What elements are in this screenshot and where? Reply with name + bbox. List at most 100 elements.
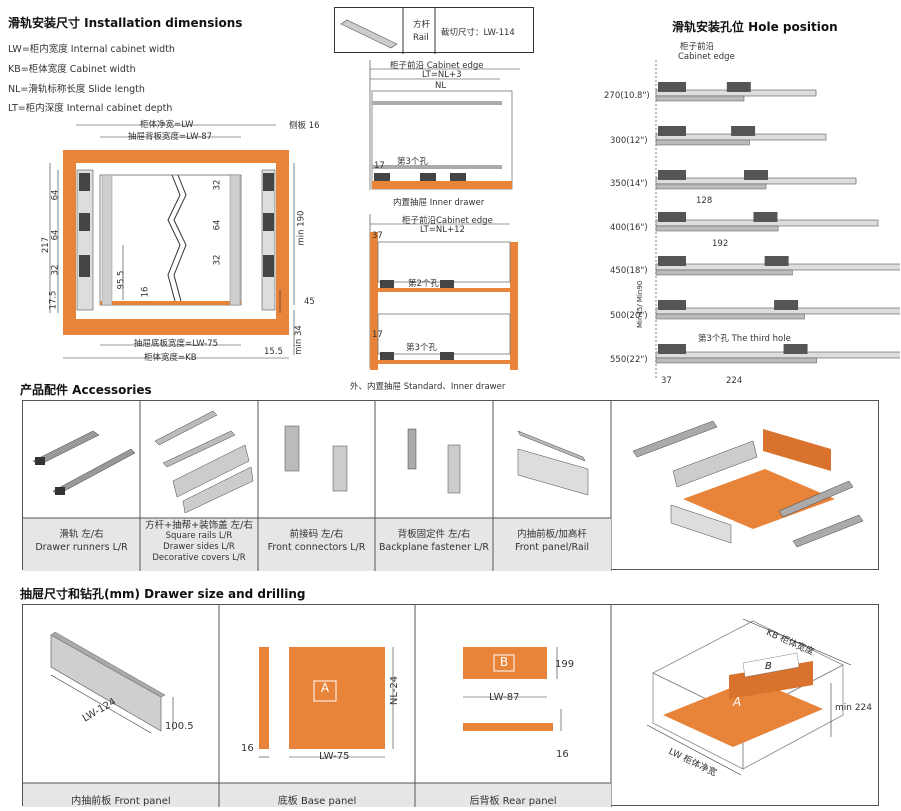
std-caption: 外、内置抽屉 Standard、Inner drawer (350, 382, 506, 392)
hole-diagram: 270(10.8") 300(12") 350(14") 400(16") 45… (600, 60, 900, 390)
back-width-label: 抽屉背板宽度=LW-87 (128, 132, 213, 142)
dim-64b: 64 (50, 229, 61, 241)
acc-rails-en: Square rails L/R (165, 531, 233, 541)
hole-rail-1 (655, 126, 827, 146)
hole-row-2: 350(14") (610, 179, 648, 189)
rail-en: Rail (413, 33, 429, 43)
std-hole3: 第3个孔 (406, 343, 437, 353)
hole-edge-en: Cabinet edge (678, 52, 735, 62)
hole-rail-6 (655, 344, 900, 364)
acc-rails-en3: Decorative covers L/R (152, 553, 246, 563)
acc-runners: 滑轨 左/右 Drawer runners L/R (23, 526, 140, 553)
rear-caption: 后背板 Rear panel (469, 796, 557, 807)
base-caption: 底板 Base panel (277, 796, 357, 807)
dim-32c: 32 (212, 254, 223, 266)
hole-rail-0 (655, 82, 817, 102)
acc-panel-en: Front panel/Rail (514, 542, 590, 553)
hole-row-6: 550(22") (610, 355, 648, 365)
acc-back: 背板固定件 左/右 Backplane fastener L/R (375, 526, 493, 553)
standard-drawer-diagram: 柜子前沿Cabinet edge LT=NL+12 37 17 第2个孔 第3个… (350, 210, 540, 395)
inner-lt: LT=NL+3 (422, 70, 462, 80)
inner-nl: NL (435, 81, 447, 91)
acc-panel-cn: 内抽前板/加高杆 (517, 529, 587, 540)
dim-15-5: 15.5 (264, 347, 283, 357)
dim-45: 45 (304, 297, 315, 307)
front-caption-cell: 内抽前板 Front panel (23, 789, 219, 808)
acc-back-cn: 背板固定件 左/右 (397, 529, 471, 540)
dim-64a: 64 (50, 189, 61, 201)
hole-row-1: 300(12") (610, 136, 648, 146)
std-hole2: 第2个孔 (408, 279, 439, 289)
dim-min34: min 34 (293, 325, 304, 355)
front-h: 100.5 (165, 721, 194, 732)
dim-17-5: 17.5 (48, 290, 59, 310)
hole-title: 滑轨安装孔位 Hole position (672, 20, 838, 34)
rail-box: 方杆 Rail 截切尺寸：LW-114 (334, 7, 534, 54)
installation-diagram: 柜体净宽=LW 抽屉背板宽度=LW-87 侧板 16 抽屉底板宽度=LW-75 … (0, 115, 330, 365)
acc-front-cn: 前接码 左/右 (289, 529, 344, 540)
dim-16: 16 (140, 286, 151, 298)
base-nl: NL-24 (389, 675, 401, 706)
acc-rails: 方杆+抽帮+装饰盖 左/右 Square rails L/R Drawer si… (140, 520, 258, 564)
dim-32: 32 (50, 264, 61, 276)
accessories-table: 滑轨 左/右 Drawer runners L/R 方杆+抽帮+装饰盖 左/右 … (22, 400, 879, 571)
acc-back-en: Backplane fastener L/R (378, 542, 489, 553)
lw-top-label: 柜体净宽=LW (140, 120, 194, 130)
hole-row-0: 270(10.8") (604, 91, 650, 101)
hole-d37: 37 (661, 376, 672, 386)
hole-edge-cn: 柜子前沿 (680, 42, 715, 52)
hole-row-3: 400(16") (610, 223, 648, 233)
bottom-width-label: 抽屉底板宽度=LW-75 (134, 339, 219, 349)
inner-17: 17 (374, 161, 385, 171)
acc-front-en: Front connectors L/R (267, 542, 366, 553)
dim-95-5: 95.5 (116, 270, 127, 290)
cab-a: A (733, 695, 742, 709)
cab-min: min 224 (835, 703, 873, 713)
rear-w: LW-87 (489, 692, 520, 703)
cab-b: B (765, 661, 772, 672)
drilling-title: 抽屉尺寸和钻孔(mm) Drawer size and drilling (20, 587, 306, 601)
acc-rails-en2: Drawer sides L/R (163, 542, 235, 552)
hole-row-4: 450(18") (610, 266, 648, 276)
dim-32b: 32 (212, 179, 223, 191)
acc-rails-cn: 方杆+抽帮+装饰盖 左/右 (145, 520, 253, 531)
dim-min190: min 190 (296, 210, 307, 246)
hole-rail-2 (655, 170, 857, 190)
hole-d224: 224 (726, 376, 743, 386)
rear-h: 199 (555, 659, 575, 670)
base-letter: A (320, 681, 330, 695)
inner-drawer-diagram: 柜子前沿 Cabinet edge LT=NL+3 NL 第3个孔 17 内置抽… (360, 55, 540, 210)
acc-runners-en: Drawer runners L/R (35, 542, 128, 553)
install-title: 滑轨安装尺寸 Installation dimensions (8, 16, 243, 30)
rail-cut: 截切尺寸：LW-114 (441, 28, 515, 38)
accessories-title: 产品配件 Accessories (20, 383, 152, 397)
rear-caption-cell: 后背板 Rear panel (415, 789, 611, 808)
hole-row-5: 500(20") (610, 311, 648, 321)
inner-edge: 柜子前沿 Cabinet edge (390, 61, 484, 71)
base-caption-cell: 底板 Base panel (219, 789, 415, 808)
base-t: 16 (241, 743, 254, 754)
drilling-table: LW-124 100.5 内抽前板 Front panel A 16 LW-75… (22, 604, 879, 808)
hole-rail-4 (655, 256, 900, 276)
hole-rail-5 (655, 300, 900, 320)
acc-runners-cn: 滑轨 左/右 (59, 529, 104, 540)
acc-panel: 内抽前板/加高杆 Front panel/Rail (493, 526, 611, 553)
side-panel-label: 侧板 16 (289, 121, 320, 131)
inner-hole3: 第3个孔 (397, 157, 428, 167)
base-w: LW-75 (319, 751, 350, 762)
rear-letter: B (499, 655, 509, 669)
rail-cn: 方杆 (413, 20, 431, 30)
legend-lt: LT=柜内深度 Internal cabinet depth (8, 103, 173, 114)
legend-nl: NL=滑轨标称长度 Slide length (8, 84, 145, 95)
std-lt: LT=NL+12 (420, 225, 465, 235)
hole-rail-3 (655, 212, 879, 232)
acc-front: 前接码 左/右 Front connectors L/R (258, 526, 375, 553)
inner-caption: 内置抽屉 Inner drawer (393, 198, 485, 208)
std-edge: 柜子前沿Cabinet edge (402, 216, 493, 226)
legend-lw: LW=柜内宽度 Internal cabinet width (8, 44, 175, 55)
rear-t: 16 (556, 749, 569, 760)
hole-d128: 128 (696, 196, 713, 206)
front-caption: 内抽前板 Front panel (71, 796, 171, 807)
dim-64c: 64 (212, 219, 223, 231)
kb-width-label: 柜体宽度=KB (144, 353, 197, 363)
